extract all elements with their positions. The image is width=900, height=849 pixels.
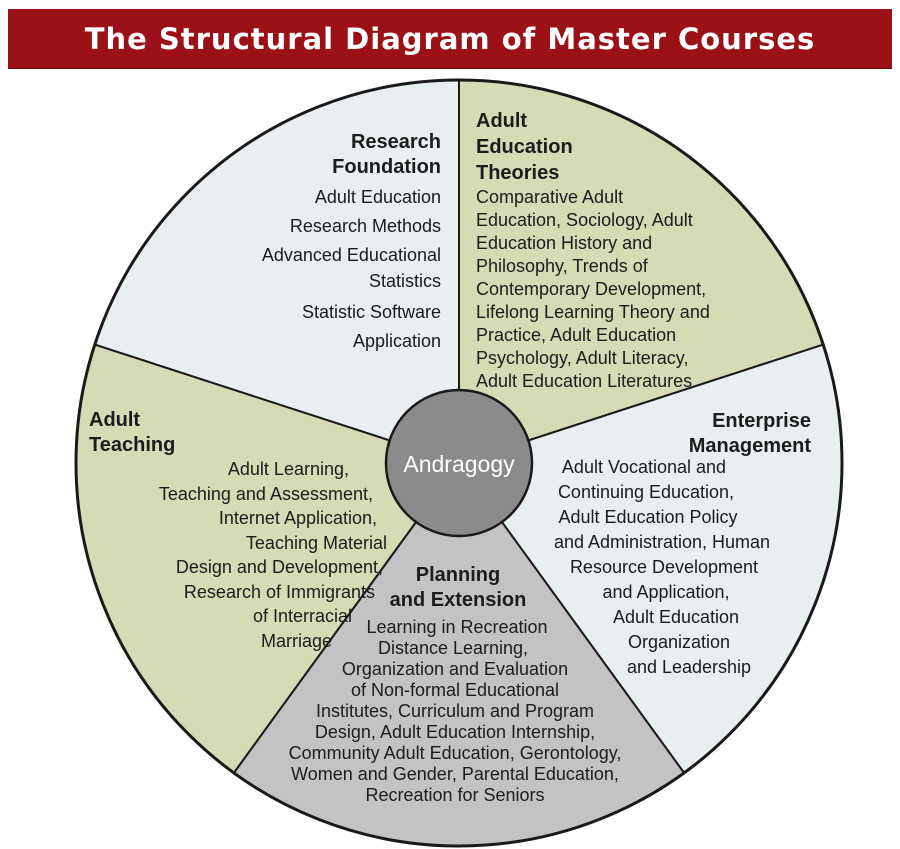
title-line: Teaching (89, 434, 176, 456)
adult-teaching-title: Adult Teaching (89, 408, 239, 458)
course-line: Adult Education (612, 607, 740, 627)
title-line: Education (476, 136, 573, 158)
course-line: Statistics (368, 271, 441, 291)
course-line: of Interracial (252, 606, 352, 626)
planning-and-extension-title: Planning and Extension (358, 563, 558, 613)
adult-education-theories-title: Adult Education Theories (476, 108, 736, 186)
course-line: Organization (627, 632, 731, 652)
course-line: Education History and (476, 233, 653, 253)
course-line: Design, Adult Education Internship, (314, 722, 596, 742)
course-line: and Administration, Human (553, 532, 771, 552)
outer-ring (74, 78, 844, 848)
course-line: Resource Development (569, 557, 759, 577)
course-line: Organization and Evaluation (341, 659, 569, 679)
diagram-title: The Structural Diagram of Master Courses (84, 21, 816, 56)
enterprise-management-text: Adult Vocational and Continuing Educatio… (514, 455, 784, 680)
research-foundation-text: Research Foundation Adult Education Rese… (201, 130, 441, 356)
course-line: Research of Immigrants (183, 581, 375, 602)
course-line: Internet Application, (218, 508, 377, 528)
adult-education-theories-text: Adult Education Theories Comparative Adu… (476, 108, 736, 393)
title-line: Theories (476, 162, 560, 184)
title-line: and Extension (389, 589, 527, 611)
title-banner: The Structural Diagram of Master Courses (8, 9, 892, 68)
center-label: Andragogy (403, 451, 515, 477)
adult-teaching-text: Adult Learning, Teaching and Assessment,… (110, 457, 387, 653)
course-line: Adult Education (314, 187, 441, 207)
research-foundation-title: Research Foundation (201, 130, 441, 180)
center-circle (384, 388, 534, 538)
course-line: of Non-formal Educational (350, 680, 560, 700)
course-line: Adult Learning, (227, 459, 349, 479)
course-line: and Application, (602, 582, 730, 602)
title-line: Foundation (332, 156, 441, 178)
course-line: Adult Education Policy (558, 507, 738, 527)
title-line: Adult (476, 110, 528, 132)
course-line: and Leadership (626, 657, 752, 677)
course-line: Lifelong Learning Theory and (476, 302, 710, 322)
course-line: Recreation for Seniors (365, 785, 545, 805)
course-line: Continuing Education, (557, 482, 735, 502)
enterprise-management-title: Enterprise Management (611, 409, 811, 459)
course-line: Practice, Adult Education (476, 325, 677, 345)
course-line: Contemporary Development, (476, 279, 707, 299)
course-line: Teaching Material (245, 532, 387, 553)
course-line: Women and Gender, Parental Education, (291, 764, 619, 784)
title-line: Management (688, 435, 811, 457)
course-line: Adult Vocational and (561, 457, 727, 477)
title-line: Planning (415, 564, 501, 586)
course-line: Statistic Software (301, 302, 441, 322)
course-line: Institutes, Curriculum and Program (315, 701, 595, 721)
title-line: Enterprise (712, 410, 811, 432)
course-line: Education, Sociology, Adult (476, 210, 693, 230)
title-line: Adult (89, 409, 141, 431)
course-line: Advanced Educational (261, 245, 441, 265)
course-line: Adult Education Literatures (476, 371, 693, 391)
course-line: Marriage (260, 630, 332, 651)
course-line: Psychology, Adult Literacy, (476, 348, 689, 368)
course-line: Research Methods (289, 216, 441, 236)
planning-and-extension-text: Learning in Recreation Distance Learning… (245, 617, 665, 806)
course-line: Philosophy, Trends of (476, 256, 648, 276)
course-line: Distance Learning, (377, 638, 529, 658)
course-line: Learning in Recreation (366, 617, 548, 637)
course-line: Design and Development, (175, 557, 383, 577)
title-line: Research (350, 131, 441, 153)
course-line: Comparative Adult (476, 187, 624, 207)
course-line: Application (352, 331, 441, 351)
course-line: Teaching and Assessment, (158, 483, 373, 504)
course-line: Community Adult Education, Gerontology, (288, 743, 622, 763)
